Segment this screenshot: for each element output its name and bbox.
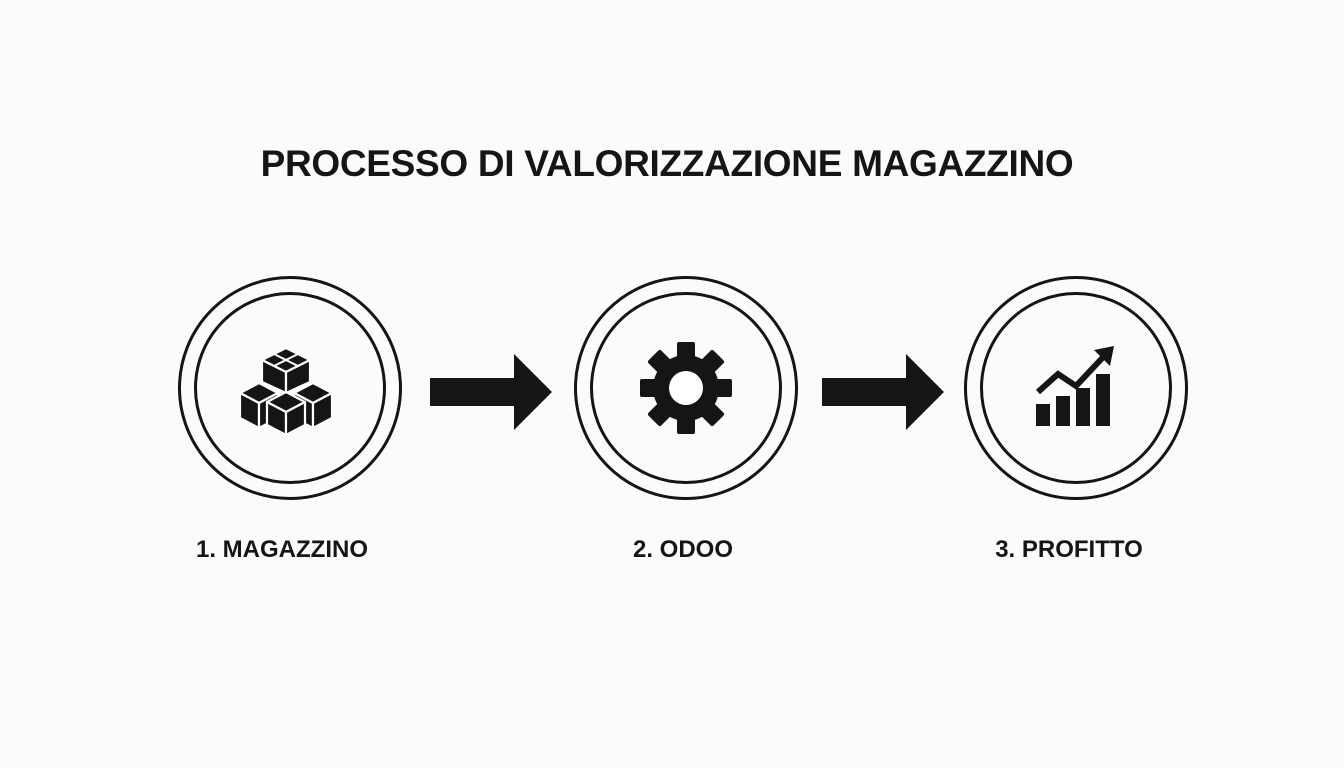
arrow-right-icon: [430, 354, 552, 430]
gear-icon: [640, 342, 732, 434]
outer-ring: [178, 276, 402, 500]
chart-growth-icon: [1035, 346, 1114, 426]
boxes-icon: [240, 346, 334, 437]
step-magazzino: [178, 276, 402, 500]
diagram-title: PROCESSO DI VALORIZZAZIONE MAGAZZINO: [260, 143, 1074, 184]
inner-ring: [194, 292, 386, 484]
step-odoo: [574, 276, 798, 500]
arrow-right-icon: [822, 354, 944, 430]
inner-ring: [980, 292, 1172, 484]
step-label-magazzino: 1. MAGAZZINO: [196, 536, 368, 563]
outer-ring: [964, 276, 1188, 500]
step-label-odoo: 2. ODOO: [632, 536, 734, 563]
step-label-profitto: 3. PROFITTO: [995, 536, 1143, 563]
inner-ring: [590, 292, 782, 484]
outer-ring: [574, 276, 798, 500]
step-profitto: [964, 276, 1188, 500]
